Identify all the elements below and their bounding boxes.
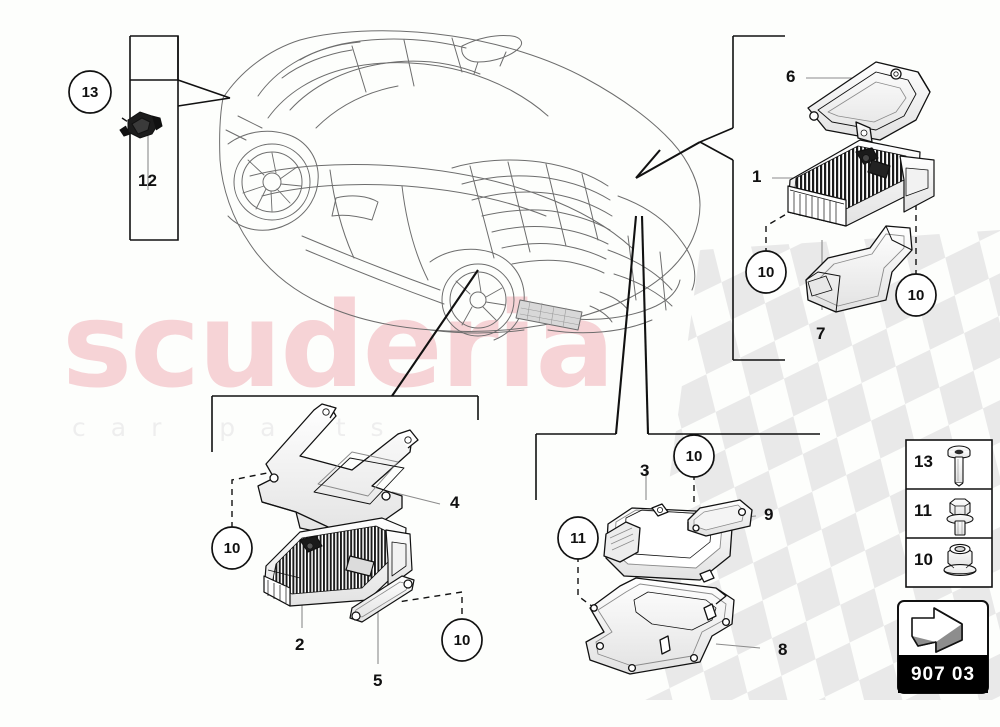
fastener-legend-box <box>905 439 993 588</box>
part-7-air-duct <box>805 225 913 313</box>
part-5-retaining-rail <box>349 575 415 623</box>
balloon-label-10-bc: 10 <box>685 448 703 465</box>
part-number-7: 7 <box>816 324 826 343</box>
part-number-5: 5 <box>373 671 383 690</box>
balloon-label-10-bl-2: 10 <box>453 632 471 649</box>
part-6-cover-plate <box>807 61 931 143</box>
part-number-3: 3 <box>640 461 650 480</box>
balloon-10-bc <box>673 434 715 478</box>
balloon-11-bc <box>557 516 599 560</box>
part-number-6: 6 <box>786 67 796 86</box>
part-4-mounting-bracket <box>257 403 419 541</box>
legend-fastener-11-hex-bolt <box>946 498 974 536</box>
balloon-label-11-bc: 11 <box>570 530 586 547</box>
legend-number-13: 13 <box>914 452 933 471</box>
part-number-12: 12 <box>138 171 157 190</box>
reference-code-text: 907 03 <box>910 664 976 685</box>
legend-fastener-13-torx-screw <box>947 445 971 487</box>
part-8-mounting-plate <box>585 577 735 675</box>
legend-fastener-10-flange-nut <box>943 543 977 576</box>
part-2-engine-control-unit <box>263 517 413 607</box>
balloon-10-bl-2 <box>441 618 483 662</box>
balloon-label-13: 13 <box>81 84 99 101</box>
fastener-balloons <box>68 70 937 662</box>
part-12-sensor <box>119 111 163 139</box>
balloon-label-10-right-1: 10 <box>757 264 775 281</box>
legend-number-10: 10 <box>914 550 933 569</box>
part-number-1: 1 <box>752 167 762 186</box>
balloon-10-right-2 <box>895 273 937 317</box>
part-1-engine-control-unit <box>787 139 935 227</box>
reference-badge <box>897 600 989 694</box>
balloon-label-10-right-2: 10 <box>907 287 925 304</box>
part-number-9: 9 <box>764 505 774 524</box>
part-number-4: 4 <box>450 493 460 512</box>
balloon-13 <box>68 70 112 114</box>
part-number-2: 2 <box>295 635 305 654</box>
balloon-label-10-bl-1: 10 <box>223 540 241 557</box>
part-number-8: 8 <box>778 640 788 659</box>
legend-number-11: 11 <box>914 501 932 520</box>
balloon-10-bl-1 <box>211 526 253 570</box>
part-9-clamp-bracket <box>687 499 753 537</box>
balloon-10-right-1 <box>745 250 787 294</box>
